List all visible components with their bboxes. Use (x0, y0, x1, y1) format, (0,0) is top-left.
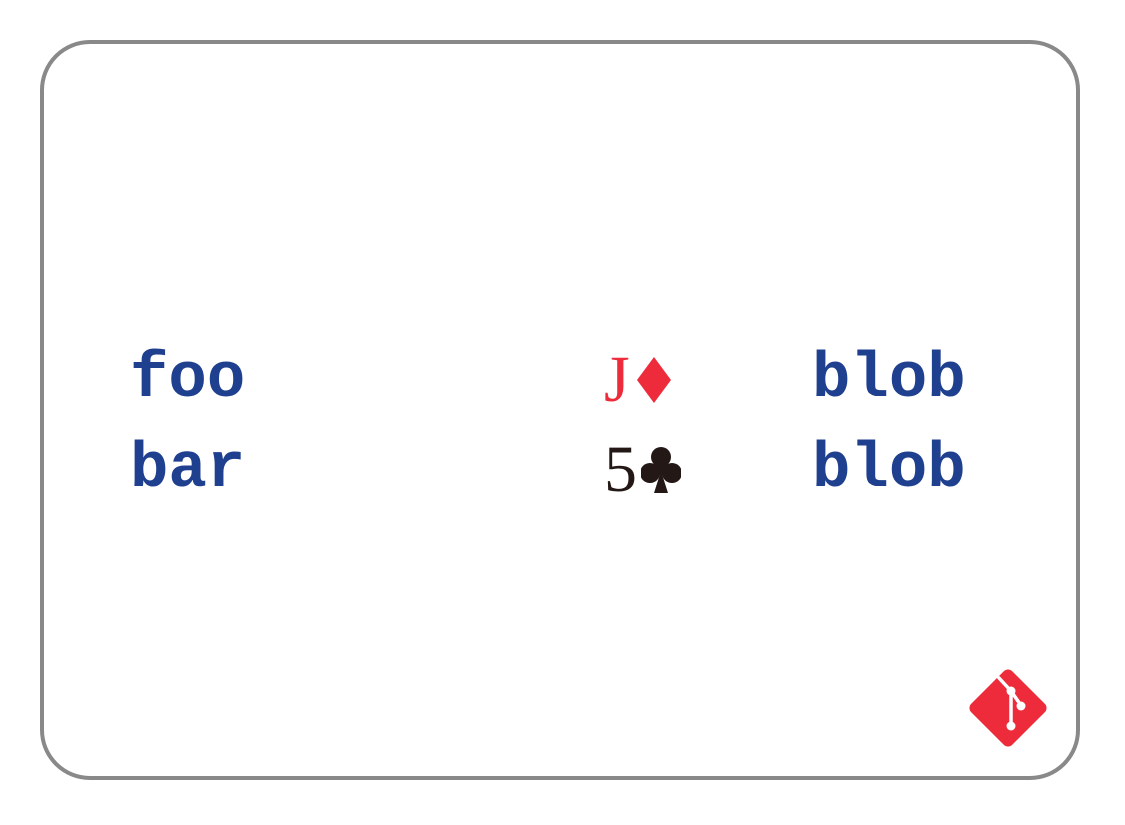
row-name: foo (130, 344, 246, 416)
card-frame (40, 40, 1080, 780)
table-row: bar 5 blob (0, 425, 1125, 515)
card-rank: 5 (604, 433, 637, 506)
table-row: foo J blob (0, 335, 1125, 425)
row-object: blob (812, 344, 966, 416)
playing-card: 5 (604, 425, 681, 515)
row-name: bar (130, 434, 246, 506)
git-logo-icon (969, 669, 1047, 747)
playing-card: J (604, 335, 674, 425)
club-icon (641, 447, 681, 493)
row-object: blob (812, 434, 966, 506)
diamond-icon (636, 357, 671, 403)
card-rank: J (604, 343, 630, 416)
